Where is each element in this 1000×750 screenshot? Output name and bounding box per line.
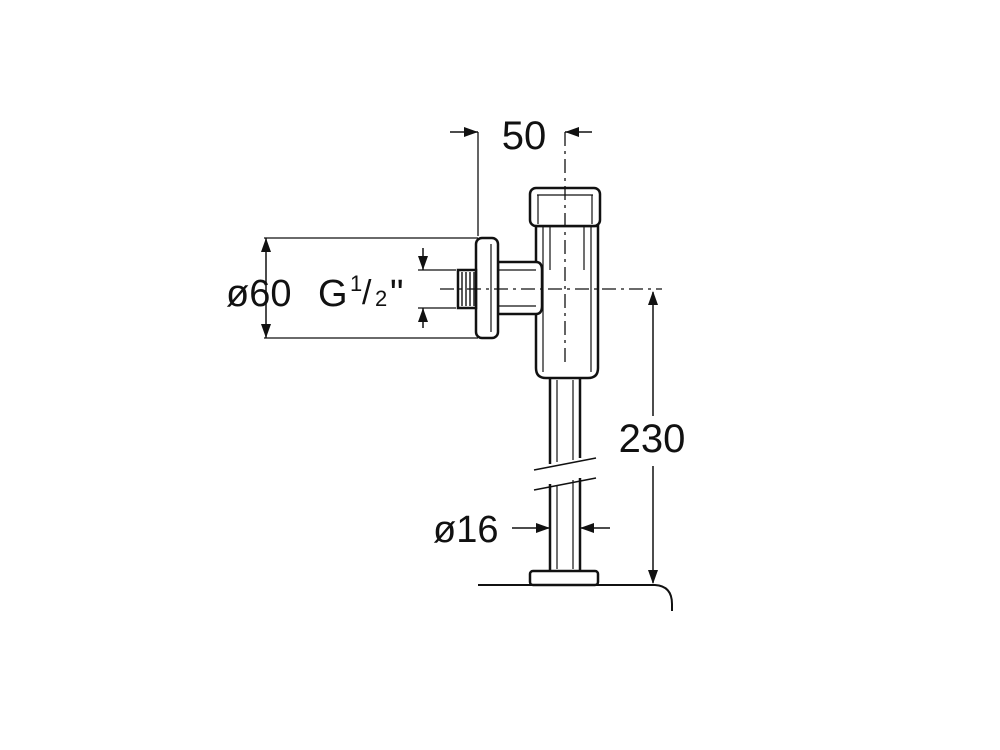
dimension-width-label: 50 <box>502 114 547 158</box>
arrowhead-16-left <box>536 523 550 533</box>
break-lines <box>533 457 597 491</box>
thread-spec-denominator: 2 <box>375 286 387 311</box>
thread-spec-numerator: 1 <box>350 271 362 296</box>
mounting-surface <box>478 584 673 611</box>
thread-spec-prefix: G <box>318 273 348 315</box>
arrowhead-230-top <box>648 291 658 305</box>
inlet-connector <box>496 260 544 316</box>
arrowhead-60-top <box>261 238 271 252</box>
arrowhead-230-bottom <box>648 570 658 584</box>
arrowhead-50-right <box>565 127 579 137</box>
thread-spec-slash: / <box>362 274 372 312</box>
vertical-tube <box>548 378 582 571</box>
valve-body <box>534 224 600 380</box>
thread-spec-label: G 1 / 2 " <box>318 271 404 315</box>
dimension-height-label: 230 <box>619 417 686 461</box>
wall-flange <box>474 236 500 340</box>
dimension-flange-label: ø60 <box>226 273 291 315</box>
arrowhead-thread-bottom <box>418 308 428 322</box>
arrowhead-thread-top <box>418 256 428 270</box>
arrowhead-50-left <box>464 127 478 137</box>
dimension-tube-label: ø16 <box>433 509 498 551</box>
tube-inner-lines <box>556 380 574 569</box>
thread-spec-inch: " <box>390 273 404 315</box>
arrowhead-60-bottom <box>261 324 271 338</box>
base-nut <box>528 569 600 587</box>
arrowhead-16-right <box>580 523 594 533</box>
arrowheads <box>261 127 658 584</box>
extension-lines <box>264 132 479 339</box>
